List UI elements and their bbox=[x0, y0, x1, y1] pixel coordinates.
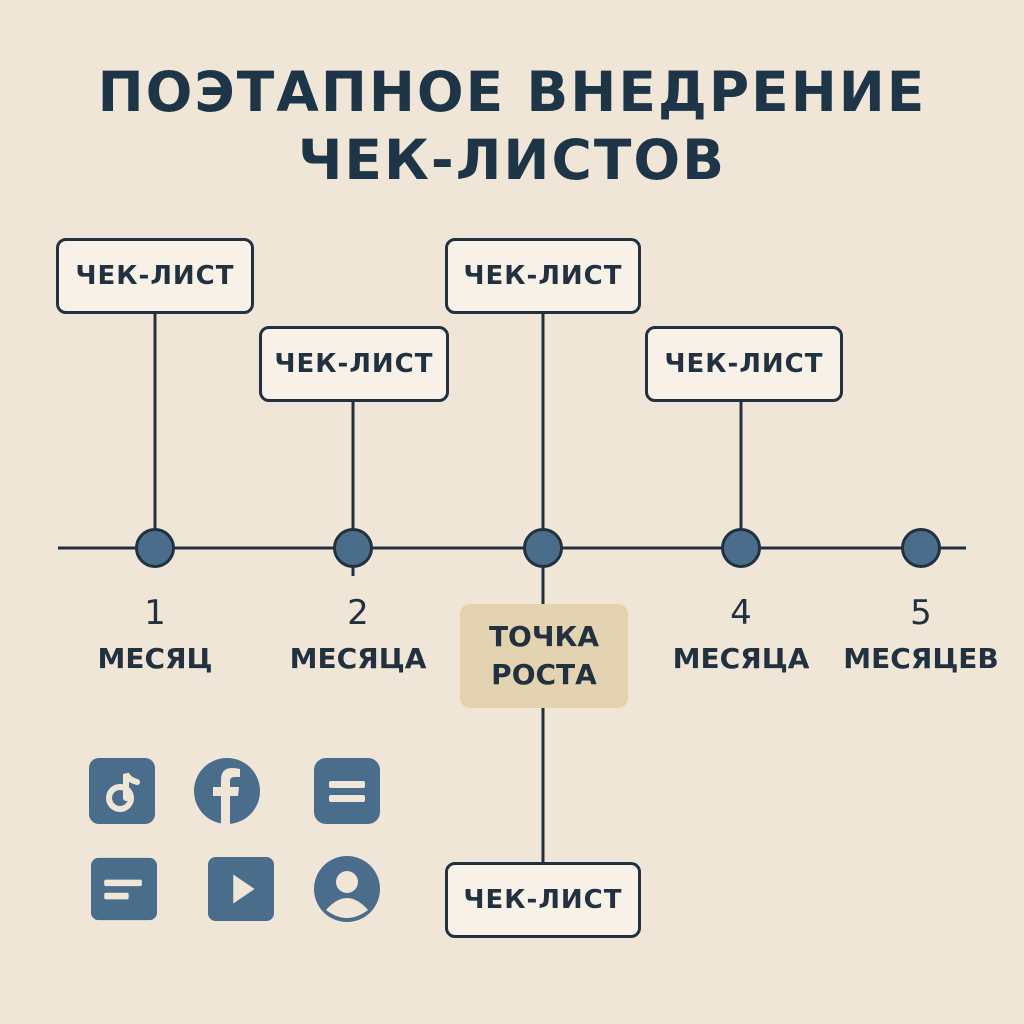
menu-icon bbox=[314, 758, 380, 824]
milestone-label-1: 1 МЕСЯЦ bbox=[55, 590, 255, 682]
tiktok-icon bbox=[89, 758, 155, 824]
checklist-card-label: ЧЕК-ЛИСТ bbox=[664, 349, 824, 379]
milestone-label-4: 4 МЕСЯЦА bbox=[641, 590, 841, 682]
timeline-node-2 bbox=[333, 528, 373, 568]
milestone-number: 2 bbox=[347, 593, 369, 633]
milestone-label-2: 2 МЕСЯЦА bbox=[258, 590, 458, 682]
timeline-node-3 bbox=[523, 528, 563, 568]
growth-point-line-2: РОСТА bbox=[491, 658, 597, 691]
milestone-label-5: 5 МЕСЯЦЕВ bbox=[821, 590, 1021, 682]
milestone-unit: МЕСЯЦ bbox=[97, 642, 213, 675]
page-title: ПОЭТАПНОЕ ВНЕДРЕНИЕ ЧЕК-ЛИСТОВ bbox=[0, 58, 1024, 194]
timeline-node-5 bbox=[901, 528, 941, 568]
growth-point-label: ТОЧКА РОСТА bbox=[460, 604, 628, 708]
milestone-unit: МЕСЯЦЕВ bbox=[843, 642, 999, 675]
checklist-card-label: ЧЕК-ЛИСТ bbox=[463, 261, 623, 291]
checklist-card-3: ЧЕК-ЛИСТ bbox=[445, 238, 641, 314]
milestone-unit: МЕСЯЦА bbox=[289, 642, 427, 675]
timeline-node-4 bbox=[721, 528, 761, 568]
title-line-1: ПОЭТАПНОЕ ВНЕДРЕНИЕ bbox=[97, 60, 927, 124]
milestone-number: 5 bbox=[910, 593, 932, 633]
checklist-card-5: ЧЕК-ЛИСТ bbox=[445, 862, 641, 938]
checklist-card-1: ЧЕК-ЛИСТ bbox=[56, 238, 254, 314]
milestone-unit: МЕСЯЦА bbox=[672, 642, 810, 675]
checklist-card-label: ЧЕК-ЛИСТ bbox=[75, 261, 235, 291]
checklist-card-4: ЧЕК-ЛИСТ bbox=[645, 326, 843, 402]
milestone-number: 4 bbox=[730, 593, 752, 633]
growth-point-line-1: ТОЧКА bbox=[488, 620, 600, 653]
checklist-card-2: ЧЕК-ЛИСТ bbox=[259, 326, 449, 402]
text-lines-icon bbox=[91, 856, 157, 922]
user-icon bbox=[314, 856, 380, 922]
play-icon bbox=[208, 856, 274, 922]
checklist-card-label: ЧЕК-ЛИСТ bbox=[274, 349, 434, 379]
facebook-icon bbox=[194, 758, 260, 824]
checklist-card-label: ЧЕК-ЛИСТ bbox=[463, 885, 623, 915]
timeline-node-1 bbox=[135, 528, 175, 568]
milestone-number: 1 bbox=[144, 593, 166, 633]
title-line-2: ЧЕК-ЛИСТОВ bbox=[297, 128, 727, 192]
